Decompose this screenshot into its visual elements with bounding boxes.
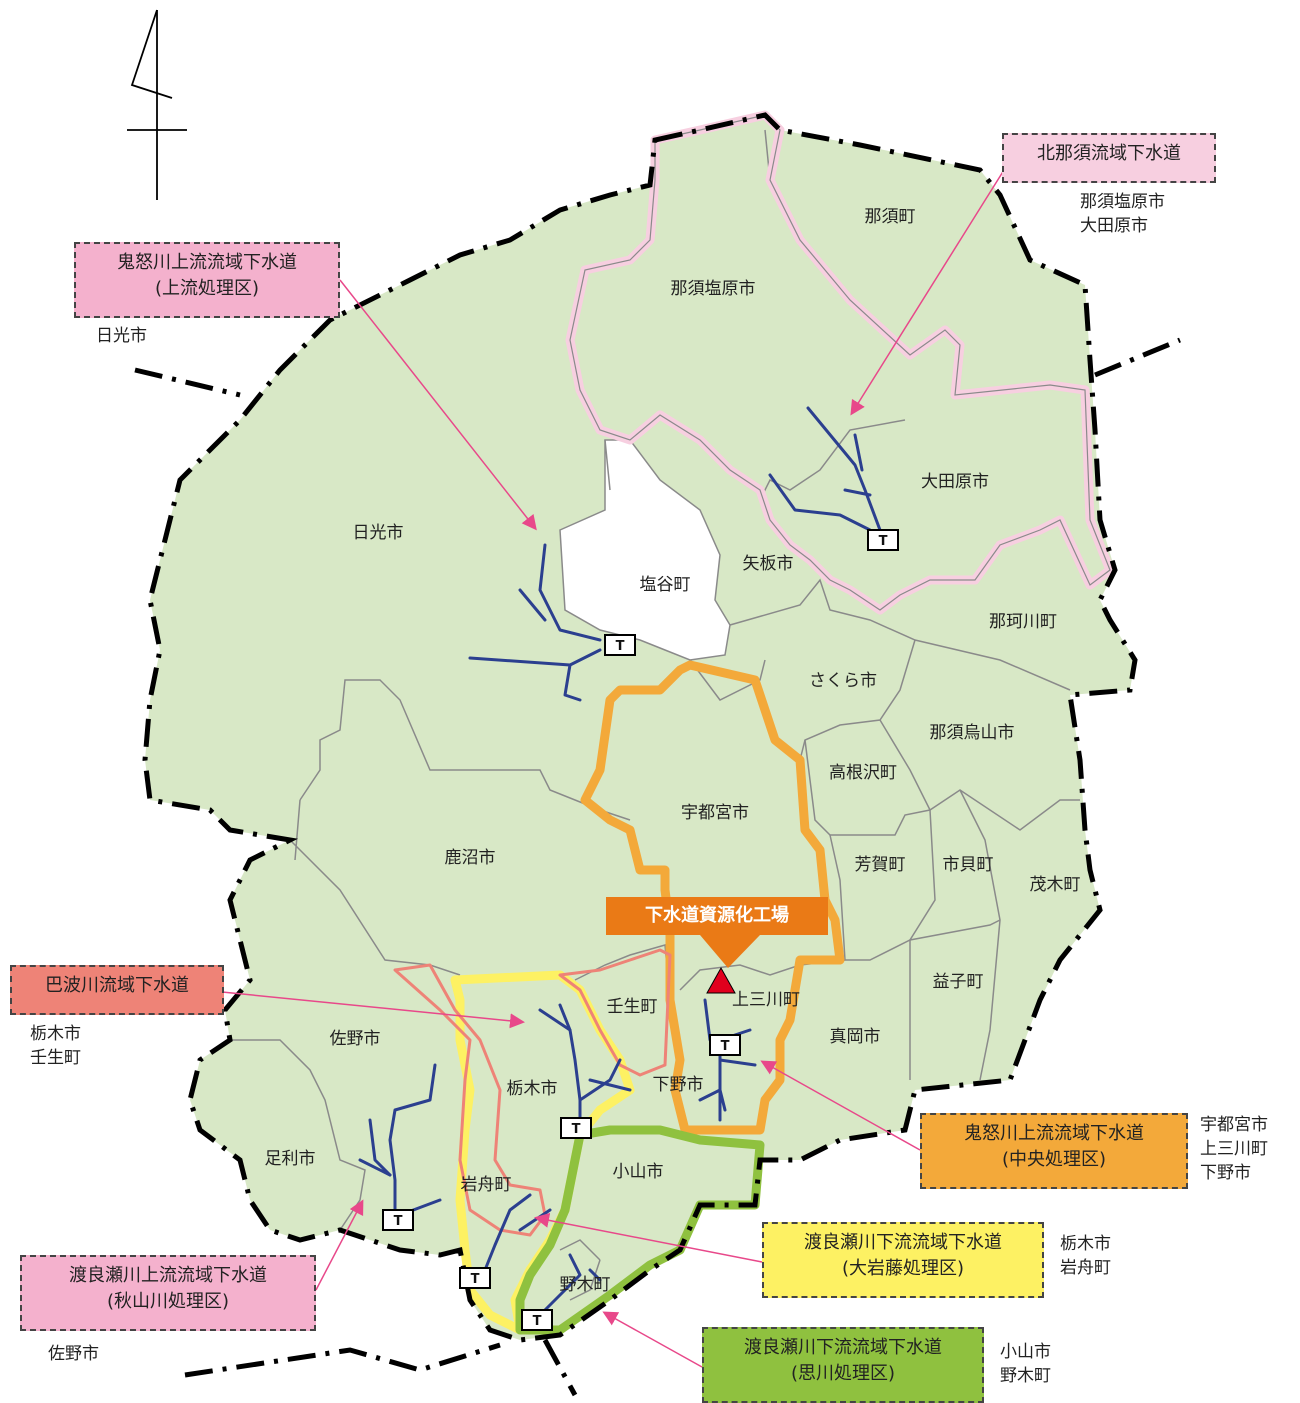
municipality-label: 真岡市 [830, 1027, 881, 1047]
city: 大田原市 [1080, 216, 1148, 236]
svg-text:T: T [721, 1039, 730, 1054]
municipality-label: 壬生町 [607, 997, 658, 1017]
municipality-label: 日光市 [353, 523, 404, 543]
treatment-plant-icon: T [867, 529, 899, 551]
treatment-plant-icon: T [382, 1209, 414, 1231]
municipality-label: 栃木市 [507, 1079, 558, 1099]
treatment-plants: T T T T T T T [382, 529, 899, 1331]
callout-line: 渡良瀬川下流流域下水道 [744, 1337, 942, 1358]
municipality-label: 野木町 [560, 1275, 611, 1295]
municipality-label: 那須塩原市 [671, 279, 756, 299]
prefecture-land [145, 115, 1135, 1340]
cities-kinugawa-central: 宇都宮市 上三川町 下野市 [1200, 1113, 1268, 1185]
city: 小山市 [1000, 1342, 1051, 1362]
callout-line: 鬼怒川上流流域下水道 [117, 252, 297, 273]
municipality-label: 鹿沼市 [445, 848, 496, 868]
municipality-label: 足利市 [265, 1149, 316, 1169]
factory-callout-pointer [700, 935, 760, 968]
municipality-label: 茂木町 [1030, 875, 1081, 895]
municipality-label: 下野市 [653, 1075, 704, 1095]
callout-arrows [221, 169, 1005, 1368]
municipality-label: 那須烏山市 [930, 723, 1015, 743]
municipality-label: 矢板市 [743, 554, 794, 574]
treatment-plant-icon: T [521, 1309, 553, 1331]
municipality-label: 益子町 [933, 972, 984, 992]
municipality-label: 那珂川町 [989, 612, 1057, 632]
svg-text:T: T [394, 1214, 403, 1229]
callout-line: (秋山川処理区) [106, 1291, 230, 1312]
city: 岩舟町 [1060, 1258, 1111, 1278]
municipality-label: 高根沢町 [829, 763, 897, 783]
treatment-plant-icon: T [560, 1117, 592, 1139]
municipality-label: 市貝町 [943, 855, 994, 875]
city: 那須塩原市 [1080, 192, 1165, 212]
zone-kinugawa-central [580, 660, 845, 1135]
callout-line: 渡良瀬川上流流域下水道 [69, 1265, 267, 1286]
city: 栃木市 [30, 1024, 81, 1044]
city: 野木町 [1000, 1366, 1051, 1386]
municipality-label: 大田原市 [921, 472, 989, 492]
zone-kitanasu-outline [569, 114, 1111, 611]
cities-watarase-lower-oiwafuji: 栃木市 岩舟町 [1060, 1232, 1111, 1280]
factory-marker-icon [706, 966, 736, 994]
svg-text:T: T [616, 639, 625, 654]
cities-kinugawa-upper: 日光市 [96, 324, 147, 348]
cities-hakawa: 栃木市 壬生町 [30, 1022, 81, 1070]
treatment-plant-icon: T [459, 1267, 491, 1289]
callout-line: (大岩藤処理区) [841, 1258, 965, 1279]
border-extensions [134, 337, 1181, 1397]
city: 宇都宮市 [1200, 1115, 1268, 1135]
callout-kinugawa-upper: 鬼怒川上流流域下水道 (上流処理区) [74, 242, 340, 318]
callout-kitanasu: 北那須流域下水道 [1002, 133, 1216, 183]
svg-text:T: T [879, 534, 888, 549]
svg-text:T: T [572, 1122, 581, 1137]
svg-text:T: T [471, 1272, 480, 1287]
cities-watarase-upper-akiyama: 佐野市 [48, 1342, 99, 1366]
city: 栃木市 [1060, 1234, 1111, 1254]
callout-watarase-lower-oiwafuji: 渡良瀬川下流流域下水道 (大岩藤処理区) [762, 1222, 1044, 1298]
prefecture-border [142, 112, 1138, 1343]
city: 日光市 [96, 326, 147, 346]
factory-label: 下水道資源化工場 [606, 897, 828, 935]
callout-line: 鬼怒川上流流域下水道 [964, 1123, 1144, 1144]
city: 佐野市 [48, 1344, 99, 1364]
municipality-label: 宇都宮市 [681, 803, 749, 823]
callout-line: (思川処理区) [790, 1363, 896, 1384]
callout-kinugawa-central: 鬼怒川上流流域下水道 (中央処理区) [920, 1113, 1188, 1189]
callout-kitanasu-line1: 北那須流域下水道 [1037, 143, 1181, 164]
municipality-label: 岩舟町 [461, 1175, 512, 1195]
cities-watarase-lower-omoi: 小山市 野木町 [1000, 1340, 1051, 1388]
city: 壬生町 [30, 1048, 81, 1068]
municipality-label: 那須町 [865, 207, 916, 227]
municipality-label: 塩谷町 [640, 575, 691, 595]
callout-line: (中央処理区) [1001, 1149, 1107, 1170]
city: 下野市 [1200, 1163, 1251, 1183]
callout-line: 巴波川流域下水道 [45, 975, 189, 996]
callout-hakawa: 巴波川流域下水道 [10, 965, 224, 1015]
cities-kitanasu: 那須塩原市 大田原市 [1080, 190, 1165, 238]
svg-text:T: T [533, 1314, 542, 1329]
municipality-label: 佐野市 [330, 1029, 381, 1049]
callout-watarase-lower-omoi: 渡良瀬川下流流域下水道 (思川処理区) [702, 1327, 984, 1403]
city: 上三川町 [1200, 1139, 1268, 1159]
callout-line: (上流処理区) [154, 278, 260, 299]
zone-watarase-lower-omoi [515, 1125, 765, 1335]
callout-watarase-upper-akiyama: 渡良瀬川上流流域下水道 (秋山川処理区) [20, 1255, 316, 1331]
municipality-label: 上三川町 [732, 990, 800, 1010]
municipality-label: さくら市 [809, 671, 877, 691]
treatment-plant-icon: T [604, 634, 636, 656]
north-arrow-icon [127, 9, 187, 200]
municipality-label: 芳賀町 [855, 855, 906, 875]
treatment-plant-icon: T [709, 1034, 741, 1056]
callout-line: 渡良瀬川下流流域下水道 [804, 1232, 1002, 1253]
municipality-label: 小山市 [613, 1162, 664, 1182]
sewer-pipes [358, 406, 882, 1312]
